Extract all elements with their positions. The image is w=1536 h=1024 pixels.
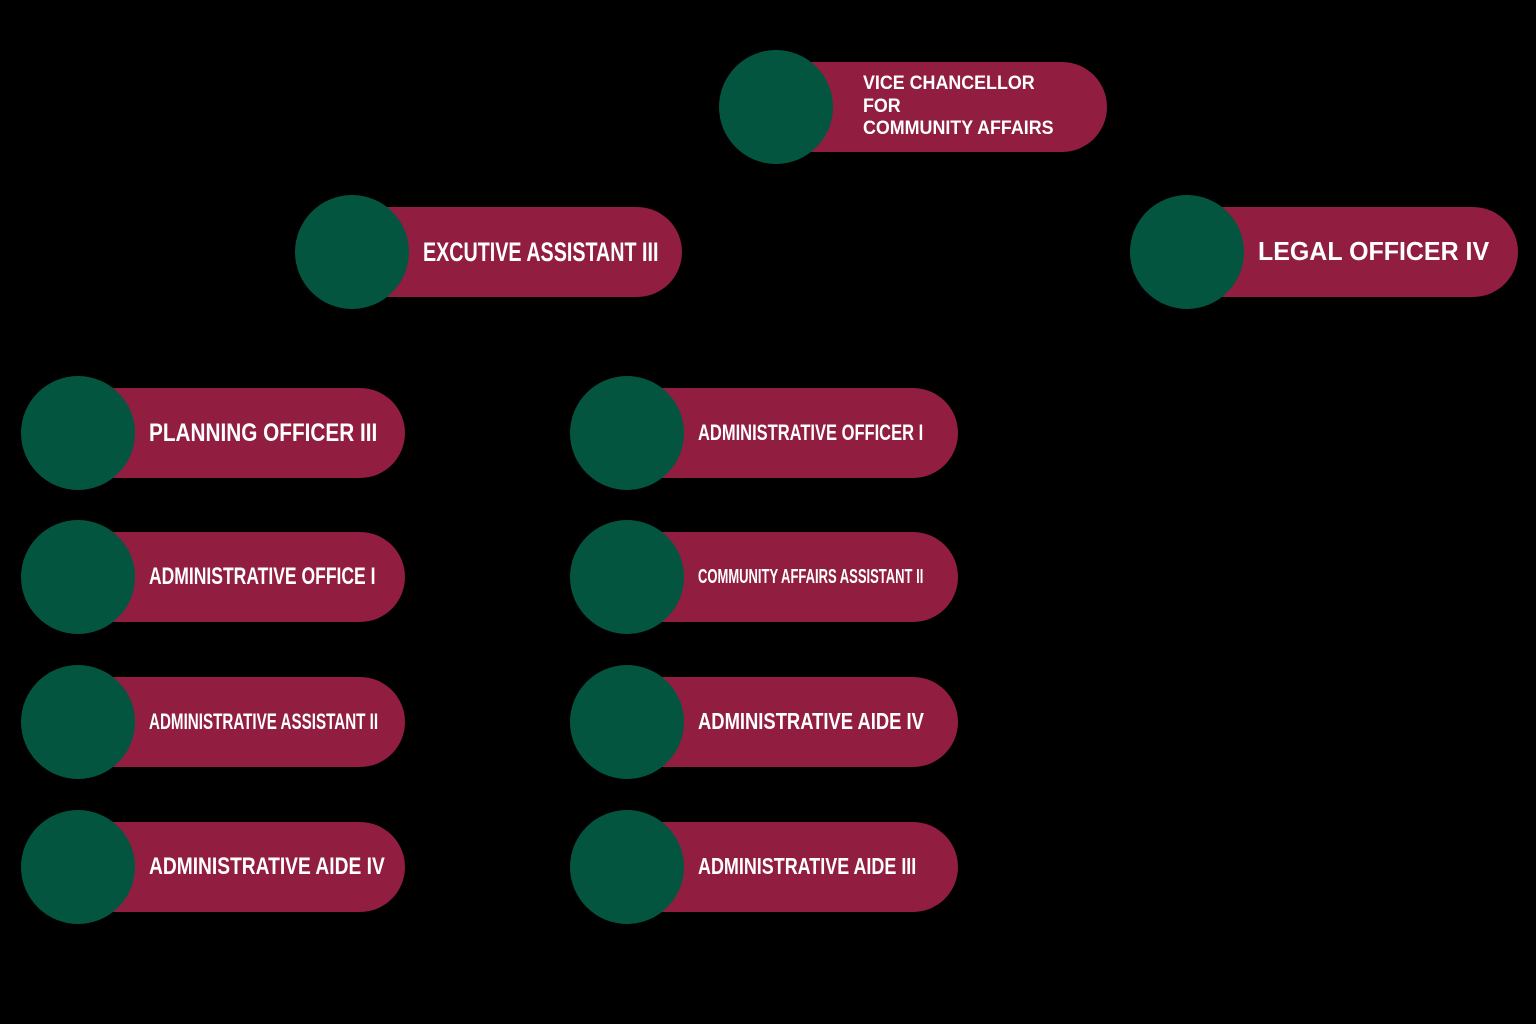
org-node-legal-officer-iv: LEGAL OFFICER IV [1130,195,1518,309]
node-photo-circle [21,520,135,634]
node-label: LEGAL OFFICER IV [1258,236,1490,267]
node-label: VICE CHANCELLOR FOR COMMUNITY AFFAIRS [863,72,1054,140]
node-photo-circle [570,810,684,924]
node-photo-circle [719,50,833,164]
node-photo-circle [570,665,684,779]
node-label: COMMUNITY AFFAIRS ASSISTANT II [698,566,924,588]
org-node-administrative-office-i: ADMINISTRATIVE OFFICE I [21,520,405,634]
org-node-administrative-assistant-ii: ADMINISTRATIVE ASSISTANT II [21,665,405,779]
node-label: PLANNING OFFICER III [149,419,378,447]
org-node-excutive-assistant-iii: EXCUTIVE ASSISTANT III [295,195,682,309]
org-node-vice-chancellor: VICE CHANCELLOR FOR COMMUNITY AFFAIRS [719,50,1107,164]
node-label: ADMINISTRATIVE AIDE IV [149,852,385,880]
node-photo-circle [570,376,684,490]
node-label: ADMINISTRATIVE ASSISTANT II [149,708,379,734]
node-label: ADMINISTRATIVE AIDE III [698,853,917,880]
node-photo-circle [570,520,684,634]
node-photo-circle [21,665,135,779]
org-node-administrative-aide-iv-middle: ADMINISTRATIVE AIDE IV [570,665,958,779]
node-photo-circle [21,810,135,924]
node-label: ADMINISTRATIVE OFFICE I [149,562,376,590]
org-node-administrative-aide-iv-left: ADMINISTRATIVE AIDE IV [21,810,405,924]
org-node-administrative-officer-i: ADMINISTRATIVE OFFICER I [570,376,958,490]
org-node-planning-officer-iii: PLANNING OFFICER III [21,376,405,490]
node-label: ADMINISTRATIVE OFFICER I [698,419,924,445]
node-photo-circle [295,195,409,309]
org-node-community-affairs-assistant-ii: COMMUNITY AFFAIRS ASSISTANT II [570,520,958,634]
node-label: ADMINISTRATIVE AIDE IV [698,708,924,735]
node-photo-circle [21,376,135,490]
org-node-administrative-aide-iii: ADMINISTRATIVE AIDE III [570,810,958,924]
node-photo-circle [1130,195,1244,309]
node-label: EXCUTIVE ASSISTANT III [423,236,659,267]
